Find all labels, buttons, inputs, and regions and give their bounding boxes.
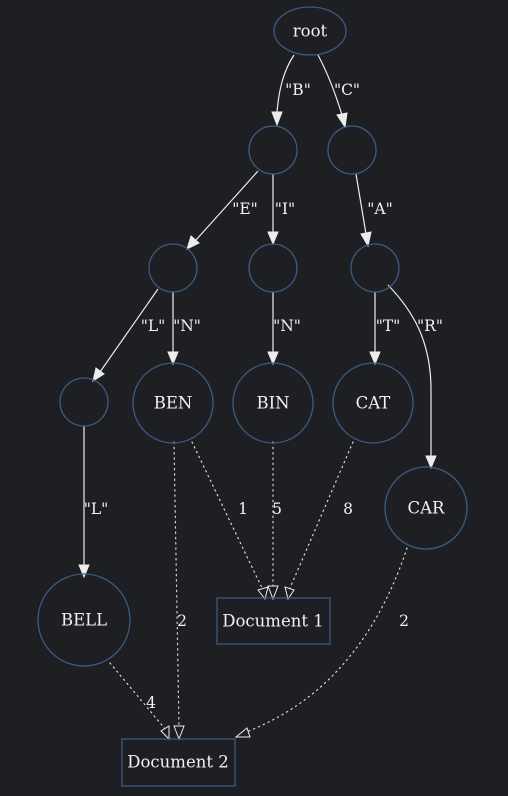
node-bell [37, 573, 131, 667]
weight-bell-doc2: 4 [146, 694, 156, 712]
arrowhead [369, 351, 381, 366]
edge-label-t: "T" [376, 317, 401, 335]
edge-ben-doc2 [173, 441, 180, 727]
arrowhead [267, 231, 279, 246]
arrowhead [257, 586, 269, 601]
weight-labels: 1 5 8 2 2 4 [146, 500, 409, 712]
edge-bell-doc2 [109, 662, 167, 731]
edge-e-l [99, 288, 159, 373]
document-edges [109, 441, 408, 741]
edge-root-c [317, 54, 343, 116]
node-root-label: root [293, 22, 328, 41]
arrowhead [186, 235, 200, 250]
arrowhead [160, 725, 170, 741]
node-bel [59, 377, 109, 427]
edge-label-c: "C" [334, 81, 360, 99]
node-ca [350, 243, 400, 293]
edge-label-e: "E" [232, 200, 258, 218]
arrowhead [78, 564, 90, 579]
arrowhead [271, 111, 283, 127]
weight-ben-doc1: 1 [238, 500, 248, 518]
edge-label-b: "B" [285, 81, 311, 99]
weight-bin-doc1: 5 [272, 500, 282, 518]
edge-label-l: "L" [84, 500, 109, 518]
arrowhead [267, 585, 279, 601]
node-c [327, 125, 377, 175]
arrowhead [92, 367, 105, 383]
arrowhead [336, 112, 348, 129]
edge-label-n: "N" [173, 317, 201, 335]
arrowhead [425, 455, 437, 470]
edge-label-r: "R" [417, 317, 443, 335]
edge-label-l: "L" [141, 317, 166, 335]
node-ben [132, 362, 214, 444]
edge-label-i: "I" [275, 200, 295, 218]
node-document-1 [216, 597, 331, 645]
node-document-2-label: Document 2 [127, 753, 228, 772]
node-root [273, 6, 347, 56]
node-car-label: CAR [408, 499, 446, 518]
trie-edges [78, 54, 437, 579]
edge-cat-doc1 [289, 441, 354, 589]
arrowhead [360, 231, 372, 248]
edge-c-a [355, 173, 367, 235]
weight-ben-doc2: 2 [177, 612, 187, 630]
node-bi [248, 243, 298, 293]
edge-a-r [387, 284, 432, 456]
arrowhead [234, 727, 251, 738]
edge-ben-doc1 [191, 441, 263, 589]
node-ben-label: BEN [154, 394, 193, 413]
edge-car-doc2 [245, 547, 408, 733]
node-car [384, 466, 468, 550]
node-cat-label: CAT [356, 394, 391, 413]
weight-cat-doc1: 8 [343, 500, 353, 518]
node-bell-label: BELL [61, 611, 107, 630]
arrowhead [173, 725, 185, 741]
edge-b-e [195, 170, 259, 241]
node-bin [232, 362, 314, 444]
node-cat [332, 362, 414, 444]
nodes: root BEN BIN CAT CAR BELL Document 1 Doc… [37, 6, 468, 787]
weight-car-doc2: 2 [399, 612, 409, 630]
arrowhead [284, 586, 295, 601]
node-b [248, 125, 298, 175]
edge-label-n: "N" [273, 317, 301, 335]
node-bin-label: BIN [256, 394, 289, 413]
edge-root-b [276, 54, 295, 113]
node-document-1-label: Document 1 [222, 612, 323, 631]
node-document-2 [121, 738, 236, 787]
node-be [148, 243, 198, 293]
edge-labels: "B" "C" "E" "I" "A" "L" "N" "N" "T" "R" … [84, 81, 443, 518]
arrowhead [167, 351, 179, 366]
arrowhead [267, 351, 279, 366]
edge-label-a: "A" [367, 200, 392, 218]
